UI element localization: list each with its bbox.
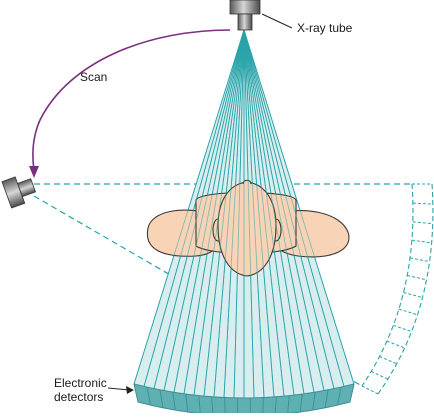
rotated-detector-divider [413, 222, 433, 224]
detectors-label-line1: Electronic [54, 376, 107, 390]
detectors-label-line2: detectors [54, 390, 103, 404]
rotated-detector-arc [362, 184, 433, 394]
rotated-detector-divider [362, 386, 378, 394]
rotated-detector-edge [362, 184, 413, 386]
xray-tube-rotated [2, 172, 38, 208]
rotated-detector-divider [371, 371, 388, 379]
rotated-detector-divider [387, 341, 405, 348]
tube-label-leader [262, 14, 292, 28]
rotated-detector-edge [378, 184, 433, 394]
scan-arrow [29, 30, 230, 178]
scan-label: Scan [80, 70, 107, 84]
detectors-label-arrowhead [126, 386, 134, 394]
rotated-detector-divider [410, 258, 430, 262]
rotated-detector-divider [404, 293, 423, 298]
rotated-detector-divider [393, 325, 411, 331]
rotated-detector-divider [380, 357, 397, 364]
rotated-detector-divider [412, 240, 432, 243]
rotated-detector-divider [413, 203, 433, 204]
rotated-detector-divider [407, 275, 426, 279]
xray-tube-label: X-ray tube [297, 21, 352, 35]
rotated-detector-divider [399, 309, 418, 315]
xray-tube-top [230, 0, 260, 30]
